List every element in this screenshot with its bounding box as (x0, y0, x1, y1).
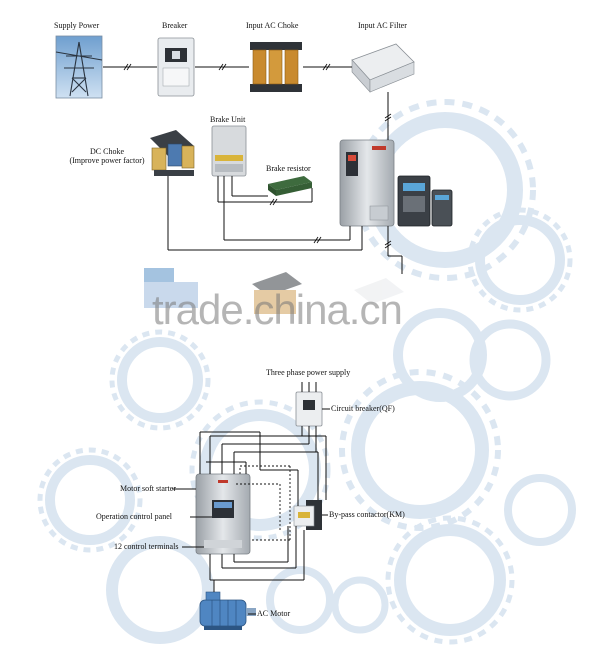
gear-icon (37, 447, 143, 553)
gear-icon (117, 337, 203, 423)
ac-motor-image (199, 591, 256, 630)
wire-break-marks (123, 63, 392, 249)
gear-icon (189, 399, 331, 541)
gear-icon (109, 329, 211, 431)
gear-icon (331, 576, 389, 634)
input-ac-filter-image (351, 43, 415, 93)
gear-icon (467, 207, 573, 313)
dc-choke-image (150, 130, 195, 176)
bypass-contactor-image (293, 500, 322, 530)
gear-icon (385, 515, 515, 645)
label-dc-choke: DC Choke (Improve power factor) (64, 147, 150, 166)
inverter-main-image (339, 139, 395, 227)
label-breaker: Breaker (162, 21, 188, 30)
label-three-phase: Three phase power supply (266, 368, 351, 377)
bottom-dashed-wiring (236, 465, 291, 541)
label-ac-motor: AC Motor (257, 609, 291, 618)
brake-unit-image (211, 125, 247, 177)
power-tower-icon (55, 41, 103, 97)
watermark: trade.china.cn (152, 286, 403, 333)
label-dc-choke-line1: DC Choke (90, 147, 124, 156)
gear-icon (393, 308, 487, 402)
label-input-ac-filter: Input AC Filter (358, 21, 407, 30)
label-motor-soft-starter: Motor soft starter (120, 484, 176, 493)
label-supply-power: Supply Power (54, 21, 100, 30)
label-circuit-breaker: Circuit breaker(QF) (331, 404, 395, 413)
bottom-wiring (172, 382, 330, 615)
background-gears (37, 99, 576, 645)
label-brake-unit: Brake Unit (210, 115, 246, 124)
gear-icon (45, 455, 135, 545)
gear-icon (266, 566, 334, 634)
inverter-small-image (397, 175, 453, 227)
faded-devices (144, 268, 404, 314)
label-control-terminals: 12 control terminals (114, 542, 179, 551)
gear-icon (106, 536, 214, 644)
label-bypass-contactor: By-pass contactor(KM) (329, 510, 405, 519)
supply-power-image (55, 35, 103, 99)
soft-starter-image (195, 473, 251, 555)
circuit-breaker-image (295, 391, 323, 427)
gear-icon (199, 409, 321, 531)
brake-resistor-image (268, 176, 312, 196)
gear-icon (504, 474, 576, 546)
breaker-image (157, 37, 195, 97)
label-brake-resistor: Brake resistor (266, 164, 311, 173)
label-input-ac-choke: Input AC Choke (246, 21, 299, 30)
label-operation-panel: Operation control panel (96, 512, 172, 521)
gear-icon (469, 319, 551, 401)
gear-icon (475, 215, 565, 305)
label-dc-choke-line2: (Improve power factor) (69, 155, 145, 165)
input-ac-choke-image (250, 42, 302, 92)
gear-icon (394, 524, 506, 636)
